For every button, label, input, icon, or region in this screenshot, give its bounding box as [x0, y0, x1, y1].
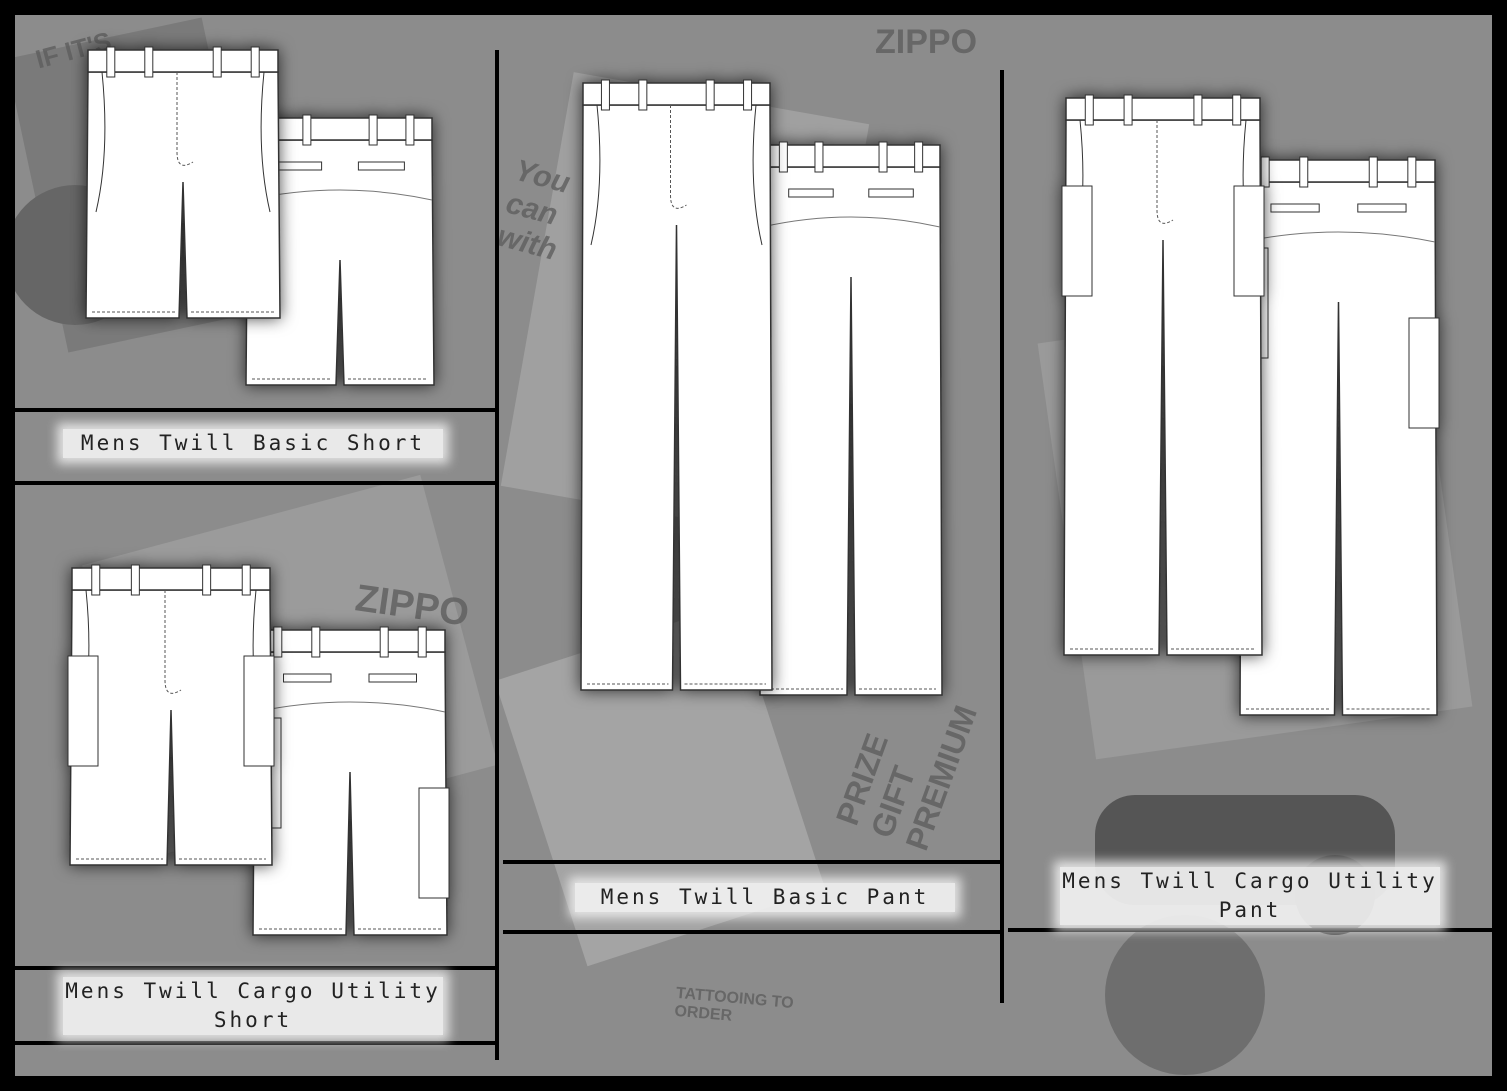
product-label: Mens Twill Basic Short	[63, 429, 443, 458]
product-label: Mens Twill Basic Pant	[575, 883, 955, 912]
garment-back-view	[1237, 156, 1440, 716]
garment-artwork	[15, 46, 1492, 1060]
product-label: Mens Twill Cargo Utility Pant	[1060, 867, 1440, 925]
product-label: Mens Twill Cargo Utility Short	[63, 977, 443, 1035]
garment-front-view	[85, 46, 281, 319]
bg-text: ZIPPO	[875, 23, 978, 61]
garment-back-view	[250, 626, 450, 936]
garment-front-view	[580, 79, 773, 691]
garment-front-view	[67, 564, 275, 866]
design-board: ZIPPO ZIPPO PRIZE GIFT PREMIUM TATTOOING…	[15, 15, 1492, 1076]
garment-front-view	[1061, 94, 1265, 656]
frame-lines	[15, 50, 1492, 1060]
garment-back-view	[759, 141, 943, 696]
